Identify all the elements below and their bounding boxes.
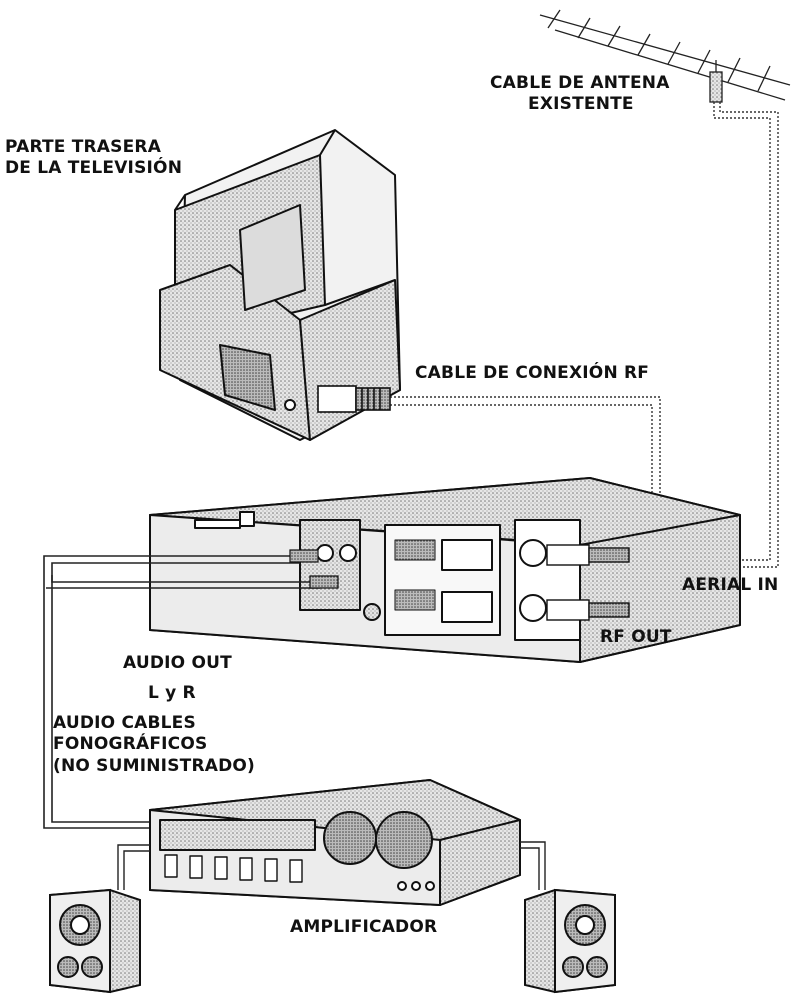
label-audio-cables-line3: (NO SUMINISTRADO) (53, 755, 256, 776)
label-tv-back: PARTE TRASERA DE LA TELEVISIÓN (5, 137, 182, 180)
rf-out-plug (546, 599, 630, 621)
audio-plugs (289, 549, 339, 589)
label-tv-back-line2: DE LA TELEVISIÓN (5, 158, 183, 179)
speaker-right-icon (524, 888, 616, 994)
label-tv-back-line1: PARTE TRASERA (5, 137, 162, 157)
label-amplifier: AMPLIFICADOR (290, 917, 438, 937)
tv-rear (159, 129, 401, 441)
aerial-in-plug (546, 544, 630, 566)
antenna-icon (539, 9, 791, 103)
rf-plug-tv (317, 385, 391, 413)
label-antenna-cable-line1: CABLE DE ANTENA (490, 73, 670, 93)
speaker-left-icon (49, 888, 141, 994)
label-audio-out: AUDIO OUT (123, 653, 232, 673)
amplifier (149, 779, 521, 906)
label-rf-cable: CABLE DE CONEXIÓN RF (415, 363, 650, 383)
label-rf-out: RF OUT (600, 627, 672, 647)
label-audio-cables-line2: FONOGRÁFICOS (53, 734, 208, 755)
label-aerial-in: AERIAL IN (682, 575, 779, 595)
label-audio-cables-line1: AUDIO CABLES (53, 713, 196, 733)
audio-cables (43, 555, 320, 829)
label-antenna-cable: CABLE DE ANTENA EXISTENTE (490, 73, 670, 116)
label-audio-cables: AUDIO CABLES FONOGRÁFICOS (NO SUMINISTRA… (53, 713, 255, 777)
label-l-y-r: L y R (148, 683, 196, 703)
speaker-wires (117, 841, 546, 890)
label-antenna-cable-line2: EXISTENTE (528, 94, 634, 115)
